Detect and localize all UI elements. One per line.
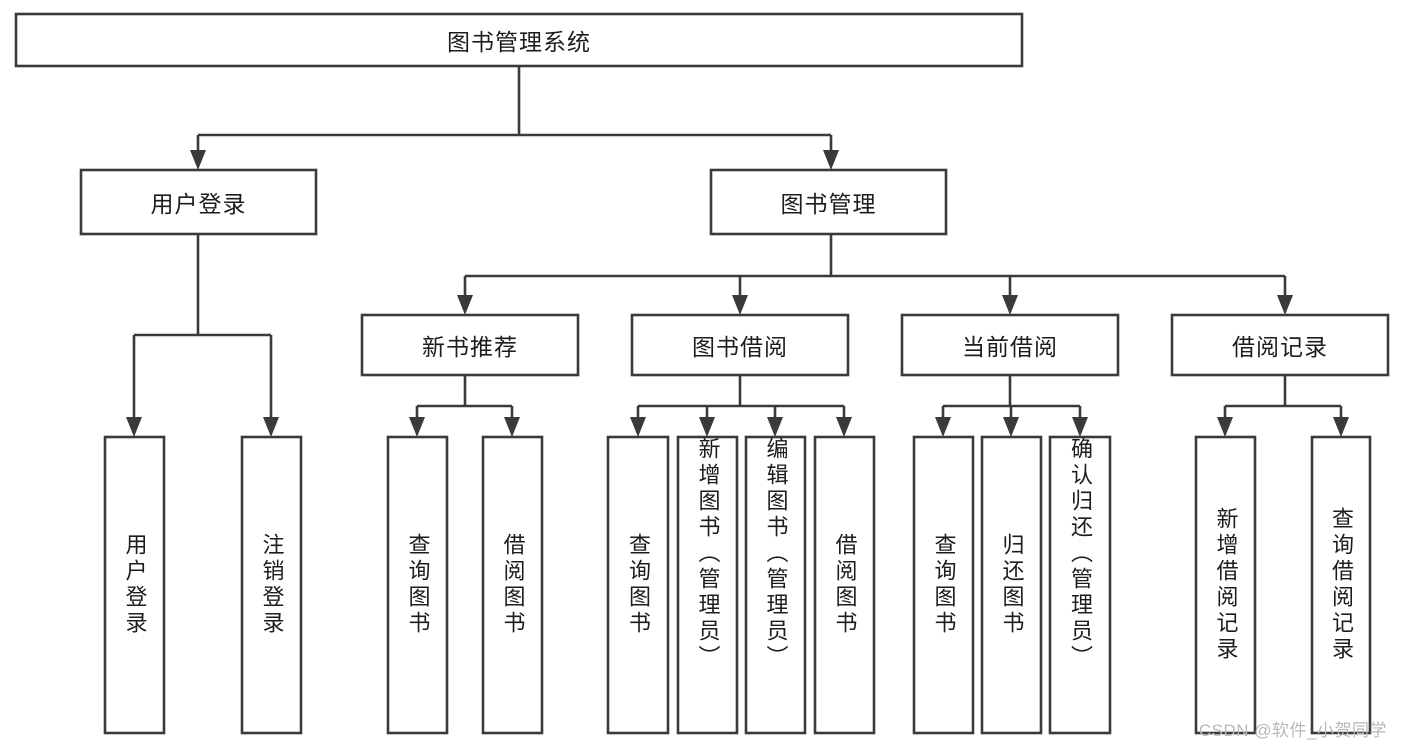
connectors-new-book-recommend-to-leaves — [409, 375, 520, 437]
arrow-leaf-query-book-3 — [935, 417, 951, 437]
connectors-book-management-to-level3 — [457, 234, 1293, 315]
node-box-leaf-add-book-admin[interactable] — [676, 435, 739, 735]
arrow-new-book-recommend — [457, 295, 473, 315]
node-box-leaf-user-login[interactable] — [103, 435, 166, 735]
node-box-leaf-confirm-return-admin[interactable] — [1048, 435, 1112, 735]
arrow-current-borrow — [1002, 295, 1018, 315]
connectors-borrow-record-to-leaves — [1217, 375, 1349, 437]
arrow-book-borrow — [732, 295, 748, 315]
node-box-leaf-logout-login[interactable] — [240, 435, 303, 735]
node-box-root[interactable] — [14, 12, 1024, 68]
node-box-leaf-edit-book-admin[interactable] — [744, 435, 807, 735]
arrow-leaf-confirm-return-admin — [1072, 417, 1088, 437]
arrow-leaf-borrow-book-1 — [504, 417, 520, 437]
node-box-leaf-return-book[interactable] — [980, 435, 1043, 735]
arrow-leaf-query-book-1 — [409, 417, 425, 437]
arrow-book-management — [823, 150, 839, 170]
node-box-book-borrow[interactable] — [630, 313, 850, 377]
node-box-borrow-record[interactable] — [1170, 313, 1390, 377]
connectors-user-login-to-leaves — [126, 234, 279, 437]
arrow-leaf-return-book — [1003, 417, 1019, 437]
arrow-leaf-add-book-admin — [699, 417, 715, 437]
arrow-leaf-logout-login — [263, 417, 279, 437]
arrow-leaf-query-borrow-record — [1333, 417, 1349, 437]
arrow-leaf-add-borrow-record — [1217, 417, 1233, 437]
arrow-user-login — [190, 150, 206, 170]
node-box-book-management[interactable] — [709, 168, 948, 236]
node-box-new-book-recommend[interactable] — [360, 313, 580, 377]
node-box-leaf-borrow-book-1[interactable] — [481, 435, 544, 735]
connectors-book-borrow-to-leaves — [630, 375, 852, 437]
node-box-leaf-query-book-2[interactable] — [606, 435, 670, 735]
node-box-leaf-query-book-3[interactable] — [912, 435, 975, 735]
node-box-leaf-query-book-1[interactable] — [386, 435, 449, 735]
arrow-leaf-edit-book-admin — [767, 417, 783, 437]
node-box-leaf-add-borrow-record[interactable] — [1194, 435, 1257, 735]
node-box-leaf-query-borrow-record[interactable] — [1310, 435, 1372, 735]
arrow-borrow-record — [1277, 295, 1293, 315]
node-box-leaf-borrow-book-2[interactable] — [813, 435, 876, 735]
connectors-root-to-level2 — [190, 66, 839, 170]
node-box-user-login[interactable] — [79, 168, 318, 236]
arrow-leaf-user-login — [126, 417, 142, 437]
arrow-leaf-query-book-2 — [630, 417, 646, 437]
arrow-leaf-borrow-book-2 — [836, 417, 852, 437]
connectors-current-borrow-to-leaves — [935, 375, 1088, 437]
node-box-current-borrow[interactable] — [900, 313, 1120, 377]
